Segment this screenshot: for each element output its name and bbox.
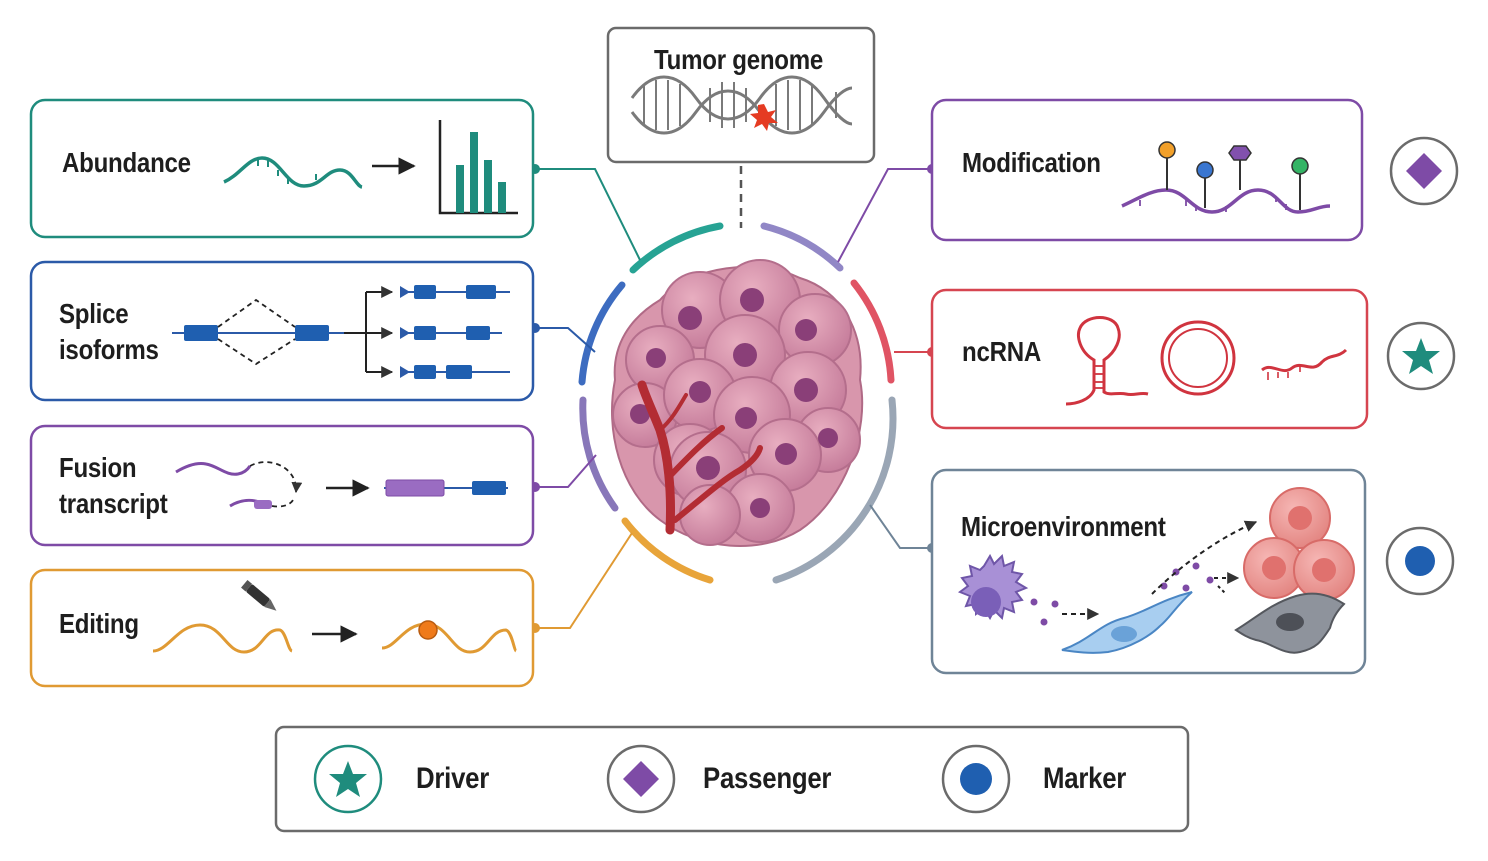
modification-label: Modification [962,147,1101,178]
ring-arc-fusion [579,396,619,512]
editing-label: Editing [59,608,139,639]
legend-driver-label: Driver [416,762,490,795]
panel-abundance [29,98,535,239]
ring-arc-modification [760,222,844,272]
modification-marks-icon [1158,141,1309,210]
tumor-cluster-illustration [611,259,864,547]
ring-arc-ncrna [850,279,895,384]
fusion-label-line1: Fusion [59,452,137,483]
ncrna-label: ncRNA [962,336,1041,367]
circular-rna-icon [1160,320,1236,396]
panel-editing [29,568,535,688]
dot-icon [1405,546,1435,576]
immune-cell-icon [957,553,1029,621]
fusion-gene-icon [384,479,508,497]
isoform-list-icon [400,285,510,379]
panel-fusion-transcript [29,424,535,547]
side-icon-marker [1385,526,1455,596]
ring-arc-editing [621,517,714,584]
panel-modification [930,98,1364,242]
branching-arrows-icon [344,286,394,378]
ring-arc-microenvironment [772,396,897,584]
splice-label-line2: isoforms [59,334,159,365]
panel-microenvironment [930,468,1367,675]
legend-star-icon [329,761,367,797]
edited-base-icon [418,620,438,640]
legend-marker-label: Marker [1043,762,1127,795]
star-icon [1402,338,1440,374]
tumor-genome-title: Tumor genome [654,44,824,75]
microenvironment-label: Microenvironment [961,511,1166,542]
panel-splice-isoforms [29,260,535,402]
central-ring [578,222,897,584]
bar-chart-icon [438,120,518,215]
splice-label-line1: Splice [59,298,129,329]
panel-ncrna [930,288,1369,430]
exon-structure-icon [172,298,344,366]
legend-diamond-icon [623,761,659,797]
abundance-label: Abundance [62,147,191,178]
fibroblast-icon [1061,591,1193,654]
diamond-icon [1406,153,1442,189]
side-icon-driver [1386,321,1456,391]
hairpin-rna-icon [1065,316,1149,406]
pen-icon [241,579,277,611]
panel-connectors [533,168,932,629]
tumor-genome-box [606,26,876,164]
ring-arc-splice [578,281,626,386]
legend-passenger-label: Passenger [703,762,832,795]
legend-dot-icon [960,763,992,795]
linear-ncrna-icon [1261,348,1348,380]
fusion-label-line2: transcript [59,488,168,519]
ring-arc-abundance [629,222,724,274]
blood-vessel-icon [637,380,763,535]
rna-strand-icon [223,156,363,189]
mutation-burst-icon [750,104,778,131]
legend [274,725,1190,833]
stromal-cell-icon [1234,592,1346,654]
side-icon-passenger [1389,136,1459,206]
tumor-cells-icon [1243,487,1355,601]
